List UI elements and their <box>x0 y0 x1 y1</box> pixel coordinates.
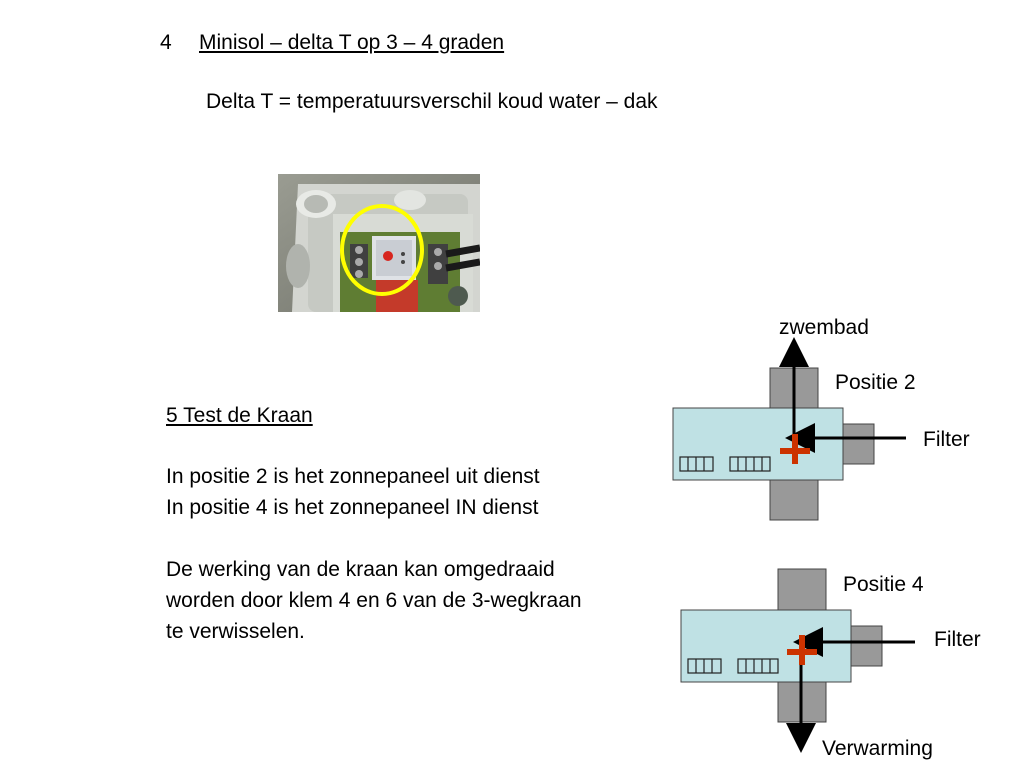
section5-line: worden door klem 4 en 6 van de 3-wegkraa… <box>166 589 582 612</box>
valve-body <box>680 609 852 683</box>
label-filter-top: Filter <box>923 428 970 451</box>
section5-line: De werking van de kraan kan omgedraaid <box>166 558 555 581</box>
section-subtitle: Delta T = temperatuursverschil koud wate… <box>206 90 658 113</box>
rotation-cross <box>780 434 810 464</box>
label-positie-4: Positie 4 <box>843 573 924 596</box>
section5-line: te verwisselen. <box>166 620 305 643</box>
section-title: Minisol – delta T op 3 – 4 graden <box>199 31 505 54</box>
controller-photo-image <box>278 174 480 312</box>
label-positie-2: Positie 2 <box>835 371 916 394</box>
controller-photo <box>278 174 480 312</box>
valve-body <box>672 407 844 481</box>
section5-line: In positie 4 is het zonnepaneel IN diens… <box>166 496 539 519</box>
label-filter-bottom: Filter <box>934 628 981 651</box>
terminal-block <box>679 456 771 472</box>
pipe-bottom <box>769 479 819 521</box>
pipe-right <box>841 423 875 465</box>
section5-title: 5 Test de Kraan <box>166 404 313 427</box>
pipe-right <box>849 625 883 667</box>
section-number: 4 <box>160 31 172 54</box>
valve-position-2 <box>672 337 906 521</box>
section5-body: In positie 2 is het zonnepaneel uit dien… <box>166 461 582 647</box>
label-zwembad: zwembad <box>779 316 869 339</box>
rotation-cross <box>787 635 817 665</box>
section5-line: In positie 2 is het zonnepaneel uit dien… <box>166 465 540 488</box>
label-verwarming: Verwarming <box>822 737 933 760</box>
valve-position-4 <box>680 568 915 753</box>
pipe-top <box>777 568 827 612</box>
terminal-block <box>687 658 779 674</box>
